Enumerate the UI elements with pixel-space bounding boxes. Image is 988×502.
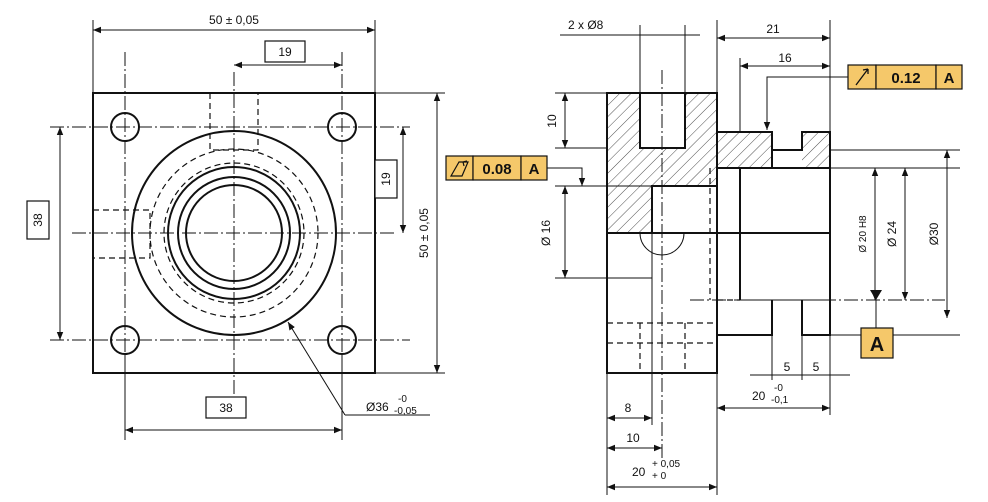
dim-overall-height: 50 ± 0,05 [417, 208, 431, 258]
svg-text:+ 0,05: + 0,05 [652, 459, 681, 470]
dim-dia-24: Ø 24 [885, 221, 899, 247]
svg-text:-0,05: -0,05 [394, 406, 417, 417]
dim-length-21: 21 [766, 22, 780, 36]
dim-base-10: 10 [626, 431, 640, 445]
dim-bore-20h8: Ø 20 H8 [858, 215, 869, 253]
dim-groove-5b: 5 [813, 360, 820, 374]
runout-datum: A [944, 70, 955, 87]
dim-dia-30: Ø30 [927, 222, 941, 245]
dim-base-8: 8 [625, 401, 632, 415]
dim-holes: 2 x Ø8 [568, 18, 604, 32]
total-runout-icon [449, 160, 469, 177]
svg-text:-0,1: -0,1 [771, 395, 789, 406]
total-runout-frame: 0.08 A [445, 155, 548, 181]
dim-boss-diameter: Ø36 [366, 400, 389, 414]
svg-text:-0: -0 [774, 383, 783, 394]
left-slot-hidden [93, 209, 151, 259]
svg-text:+ 0: + 0 [652, 471, 667, 482]
left-view: 50 ± 0,05 19 38 19 50 ± 0,05 38 Ø36 -0 -… [26, 13, 445, 440]
total-runout-datum: A [529, 161, 540, 178]
dim-groove-5a: 5 [784, 360, 791, 374]
dim-overall-width: 50 ± 0,05 [209, 13, 259, 27]
dim-length-16: 16 [778, 51, 792, 65]
dim-hole-vertical-spacing: 38 [31, 213, 45, 227]
runout-value: 0.12 [891, 70, 920, 87]
dim-right-slot: 19 [379, 172, 393, 186]
datum-a-label: A [870, 334, 884, 356]
dim-base-20: 20 [632, 465, 646, 479]
dim-hole-horizontal-spacing: 38 [219, 401, 233, 415]
svg-text:-0: -0 [398, 394, 407, 405]
dim-depth-10: 10 [545, 114, 559, 128]
runout-icon [855, 68, 869, 86]
dim-top-slot: 19 [278, 45, 292, 59]
dim-len-20: 20 [752, 389, 766, 403]
total-runout-value: 0.08 [482, 161, 511, 178]
right-view: 2 x Ø8 21 16 10 Ø 16 Ø 20 H8 Ø 24 Ø30 [445, 18, 963, 495]
runout-frame: 0.12 A [847, 64, 963, 90]
dim-bore-16: Ø 16 [539, 220, 553, 246]
